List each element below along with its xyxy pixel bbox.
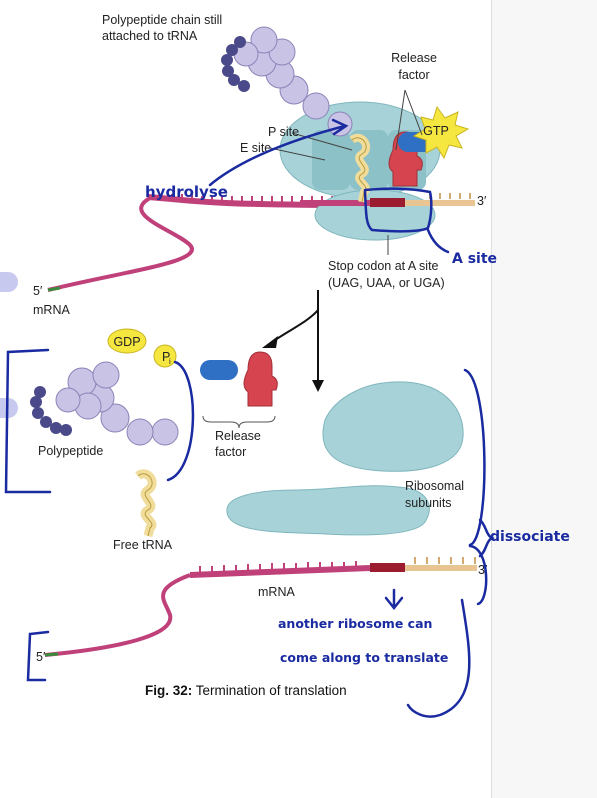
gtp-protein-released bbox=[200, 360, 238, 380]
mrna-tail-bottom bbox=[45, 575, 190, 655]
label-stop-codon-1: Stop codon at A site bbox=[328, 259, 439, 273]
arrow-to-released bbox=[272, 310, 318, 342]
brace-release-factor bbox=[203, 416, 275, 428]
label-mrna-top: mRNA bbox=[33, 303, 70, 317]
mrna-tan-top bbox=[405, 200, 475, 206]
ribosome-e-site-slot bbox=[312, 130, 350, 190]
label-five-prime-top: 5′ bbox=[33, 284, 43, 298]
ink-bracket-dissociate bbox=[465, 370, 484, 545]
ribosome-small-subunit bbox=[315, 190, 435, 240]
label-polypeptide-attached-2: attached to tRNA bbox=[102, 29, 198, 43]
figure-caption: Fig. 32: Termination of translation bbox=[145, 683, 347, 698]
polypeptide-released bbox=[56, 362, 178, 445]
gtp-label: GTP bbox=[423, 124, 449, 138]
label-ribosomal-subunits-2: subunits bbox=[405, 496, 452, 510]
label-release-factor-bottom-1: Release bbox=[215, 429, 261, 443]
label-release-factor-bottom-2: factor bbox=[215, 445, 246, 459]
ink-another-1: another ribosome can bbox=[278, 616, 432, 631]
label-three-prime-top: 3′ bbox=[477, 194, 487, 208]
label-free-trna: Free tRNA bbox=[113, 538, 173, 552]
label-five-prime-bottom: 5′ bbox=[36, 650, 46, 664]
release-factor-released bbox=[244, 352, 277, 406]
caption-label: Fig. 32: bbox=[145, 683, 192, 698]
arrowhead-to-released bbox=[262, 336, 278, 348]
caption-text: Termination of translation bbox=[192, 683, 346, 698]
free-trna bbox=[138, 474, 152, 536]
label-ribosomal-subunits-1: Ribosomal bbox=[405, 479, 464, 493]
mrna-tail-top bbox=[48, 198, 192, 290]
label-pi-sub: i bbox=[169, 357, 171, 366]
mrna-tail-end-bottom bbox=[45, 654, 58, 655]
ribosome-small-subunit-free bbox=[227, 486, 429, 535]
ink-arrow-a-site bbox=[428, 230, 448, 252]
label-gdp: GDP bbox=[113, 335, 140, 349]
ink-another-2: come along to translate bbox=[280, 650, 448, 665]
mrna-tan-codons-bottom bbox=[415, 557, 475, 564]
label-stop-codon-2: (UAG, UAA, or UGA) bbox=[328, 276, 445, 290]
ink-a-site: A site bbox=[452, 251, 497, 267]
label-polypeptide: Polypeptide bbox=[38, 444, 103, 458]
mrna-tan-codons-top bbox=[430, 193, 470, 199]
label-p-site: P site bbox=[268, 125, 299, 139]
stop-codon-top bbox=[370, 198, 405, 207]
label-release-factor-top-1: Release bbox=[391, 51, 437, 65]
stop-codon-bottom bbox=[370, 563, 405, 572]
ink-dissociate: dissociate bbox=[490, 529, 570, 545]
arrowhead-to-subunits bbox=[312, 380, 324, 392]
ribosome-large-subunit-free bbox=[323, 382, 463, 471]
mrna-tan-bottom bbox=[405, 565, 477, 571]
label-mrna-bottom: mRNA bbox=[258, 585, 295, 599]
ink-arrow-down bbox=[386, 590, 402, 608]
ink-hydrolyse: hydrolyse bbox=[145, 183, 228, 201]
mrna-strand-bottom bbox=[190, 568, 370, 575]
label-release-factor-top-2: factor bbox=[398, 68, 429, 82]
mrna-tail-end-top bbox=[48, 288, 60, 290]
label-polypeptide-attached-1: Polypeptide chain still bbox=[102, 13, 222, 27]
